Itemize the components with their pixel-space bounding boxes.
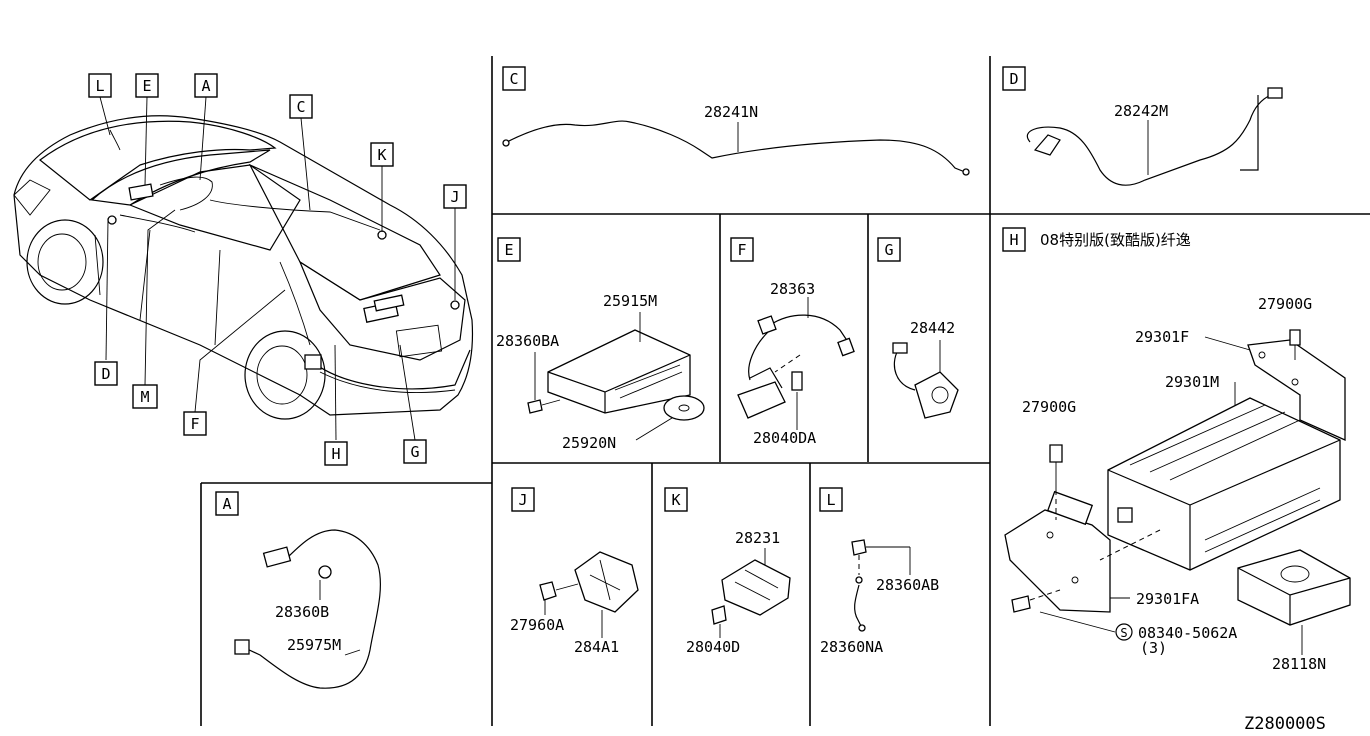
part-284A1: 284A1	[574, 638, 619, 656]
callout-label: L	[95, 77, 104, 95]
part-27900G-top: 27900G	[1258, 295, 1312, 313]
svg-text:F: F	[190, 415, 199, 433]
part-28360BA: 28360BA	[496, 332, 559, 350]
part-25920N: 25920N	[562, 434, 616, 452]
svg-text:G: G	[410, 443, 419, 461]
section-h-title: 08特别版(致酷版)纤逸	[1040, 231, 1191, 249]
callout-C: C	[289, 94, 313, 119]
part-27900G-left: 27900G	[1022, 398, 1076, 416]
section-e: E 25915M 28360BA 25920N	[496, 237, 705, 452]
navigation-unit-drawing	[547, 329, 691, 414]
section-l-letter: L	[826, 491, 835, 509]
diagram-code: Z280000S	[1244, 714, 1326, 734]
module-drawing	[737, 381, 786, 419]
part-25975M: 25975M	[287, 636, 341, 654]
callout-A: A	[194, 73, 218, 98]
svg-text:D: D	[101, 365, 110, 383]
part-28040DA: 28040DA	[753, 429, 816, 447]
part-28242M: 28242M	[1114, 102, 1168, 120]
part-28241N: 28241N	[704, 103, 758, 121]
module-k-drawing	[721, 559, 791, 616]
part-28231: 28231	[735, 529, 780, 547]
tv-tuner-unit-drawing	[1107, 397, 1341, 571]
part-28360NA: 28360NA	[820, 638, 883, 656]
svg-text:K: K	[377, 146, 386, 164]
section-frames	[200, 56, 1370, 726]
section-d: D 28242M	[1002, 66, 1283, 186]
section-g: G 28442	[877, 237, 959, 419]
svg-text:S: S	[1120, 626, 1127, 640]
section-h-letter: H	[1009, 231, 1018, 249]
section-f-letter: F	[737, 241, 746, 259]
section-l: L 28360AB 28360NA	[819, 487, 939, 656]
part-28363: 28363	[770, 280, 815, 298]
section-a-letter: A	[222, 495, 231, 513]
section-j: J 27960A 284A1	[510, 487, 639, 656]
svg-text:J: J	[450, 188, 459, 206]
section-f: F 28363 28040DA	[730, 237, 855, 447]
svg-text:E: E	[142, 77, 151, 95]
callout-L: L	[88, 73, 112, 98]
part-28360AB: 28360AB	[876, 576, 939, 594]
section-c-letter: C	[509, 70, 518, 88]
callout-M: M	[132, 384, 158, 409]
antenna-cable-drawing	[504, 120, 966, 173]
part-28360B: 28360B	[275, 603, 329, 621]
callout-K: K	[370, 142, 394, 167]
section-k-letter: K	[671, 491, 680, 509]
part-29301FA: 29301FA	[1136, 590, 1199, 608]
section-h: H 08特别版(致酷版)纤逸 27900G 29301F 29301M 2790…	[1002, 227, 1351, 673]
camera-drawing	[914, 371, 959, 419]
svg-text:C: C	[296, 98, 305, 116]
section-c: C 28241N	[502, 66, 970, 176]
section-g-letter: G	[884, 241, 893, 259]
callout-H: H	[324, 441, 348, 466]
svg-text:A: A	[201, 77, 210, 95]
part-28118N: 28118N	[1272, 655, 1326, 673]
part-29301F: 29301F	[1135, 328, 1189, 346]
harness-drawing	[244, 529, 381, 689]
part-29301M: 29301M	[1165, 373, 1219, 391]
callout-J: J	[443, 184, 467, 209]
section-k: K 28231 28040D	[664, 487, 791, 656]
callout-G: G	[403, 439, 427, 464]
section-e-letter: E	[504, 241, 513, 259]
svg-text:M: M	[140, 388, 149, 406]
car-overview-drawing	[13, 96, 474, 441]
disc-icon	[663, 395, 705, 421]
bolt-symbol: S	[1115, 623, 1133, 641]
part-08340-5062A: 08340-5062A	[1138, 624, 1237, 642]
part-qty-3: (3)	[1140, 639, 1167, 657]
section-d-letter: D	[1009, 70, 1018, 88]
module-j-drawing	[574, 551, 639, 613]
callout-F: F	[183, 411, 207, 436]
part-28040D: 28040D	[686, 638, 740, 656]
part-25915M: 25915M	[603, 292, 657, 310]
part-27960A: 27960A	[510, 616, 564, 634]
svg-text:H: H	[331, 445, 340, 463]
callout-E: E	[135, 73, 159, 98]
section-j-letter: J	[518, 491, 527, 509]
cable-drawing	[1026, 91, 1281, 186]
section-a: A 28360B 25975M	[215, 491, 381, 689]
callout-D: D	[94, 361, 118, 386]
part-28442: 28442	[910, 319, 955, 337]
